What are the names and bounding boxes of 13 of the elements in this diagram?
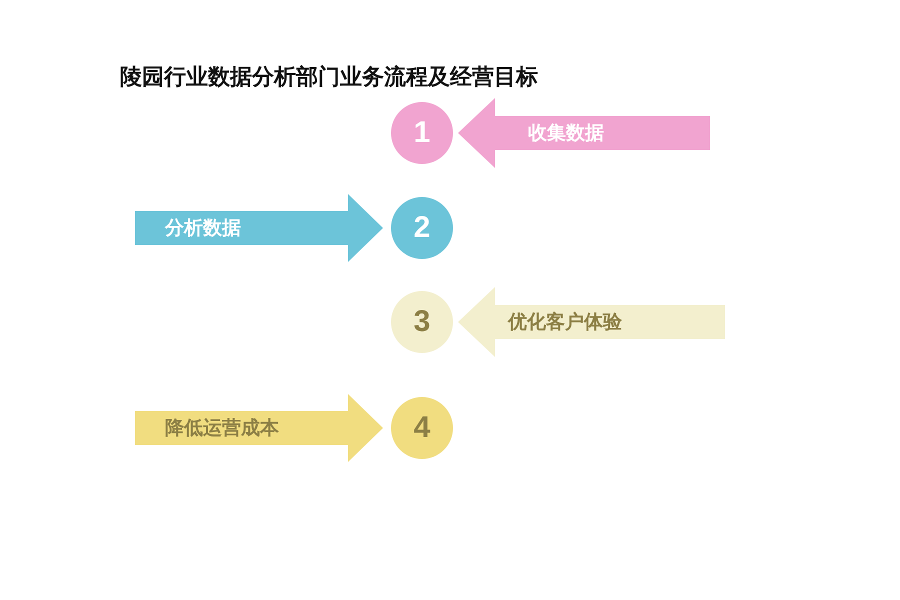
block-arrow [458,98,710,168]
number-circle: 2 [391,197,453,259]
number-circle: 3 [391,291,453,353]
edge-label: 优化客户体验 [508,310,622,334]
edge-label: 收集数据 [528,121,604,145]
block-arrow [135,194,383,262]
block-arrow [135,394,383,462]
edge-label: 降低运营成本 [165,416,279,440]
edge-label: 分析数据 [165,216,241,240]
number-circle: 1 [391,102,453,164]
title: 陵园行业数据分析部门业务流程及经营目标 [120,64,538,92]
number-circle: 4 [391,397,453,459]
block-arrow [458,287,725,357]
